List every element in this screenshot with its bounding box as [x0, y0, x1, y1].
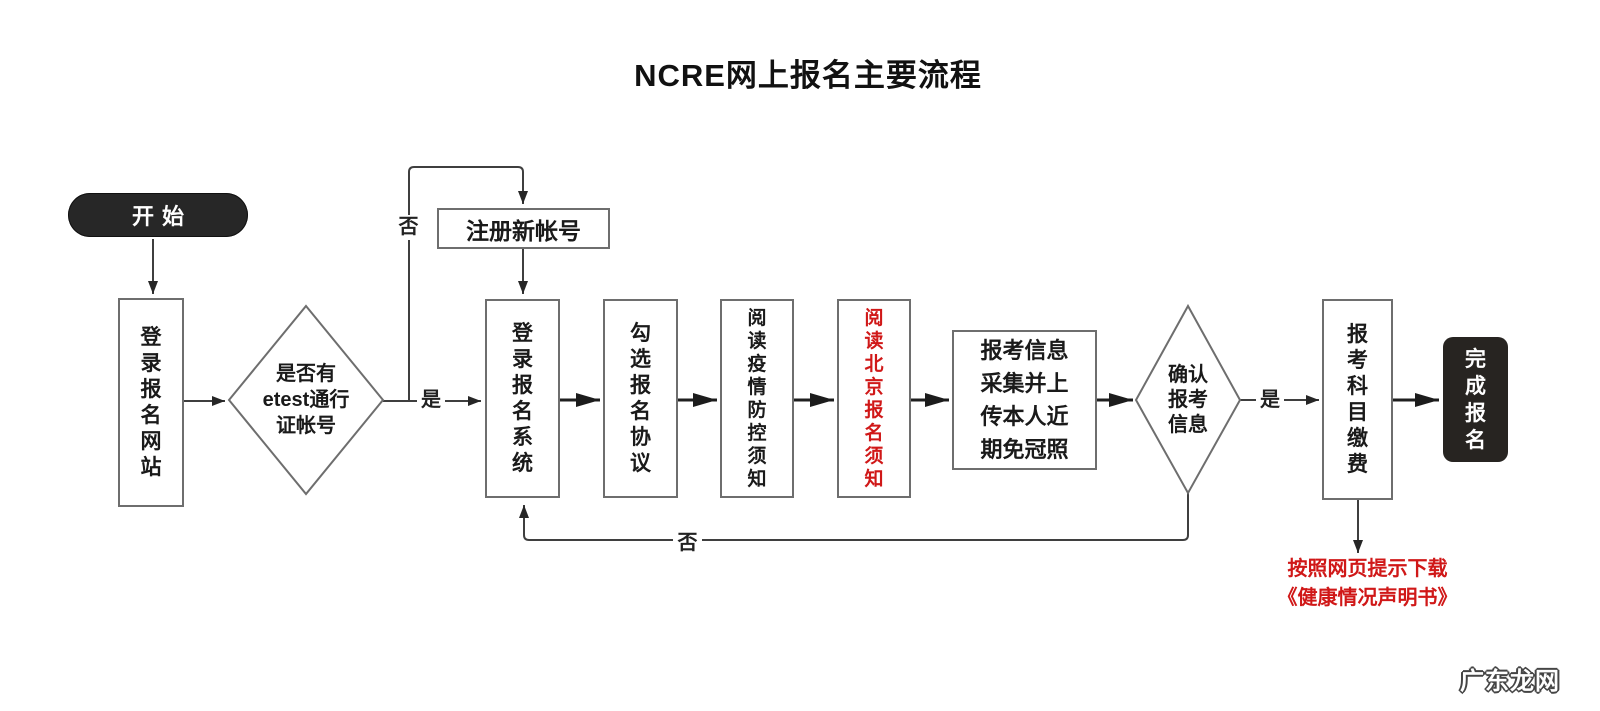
edge-label-yes-login: 是: [417, 388, 445, 413]
edge-label-yes-pay: 是: [1256, 388, 1284, 413]
node-epidemic-notice: 阅读疫情防控须知: [720, 299, 794, 498]
node-start-label: 开始: [131, 204, 192, 229]
decision-confirm-info-shape: [1134, 303, 1242, 496]
node-login-site-label: 登录报名网站: [140, 325, 162, 479]
node-collect-upload-label: 报考信息 采集并上 传本人近 期免冠照: [980, 338, 1069, 462]
node-collect-upload: 报考信息 采集并上 传本人近 期免冠照: [952, 330, 1097, 470]
node-confirm-info-label: 确认 报考 信息: [1168, 364, 1208, 436]
node-pay-subjects-label: 报考科目缴费: [1347, 322, 1368, 476]
node-register-new: 注册新帐号: [437, 208, 610, 249]
node-check-agreement-label: 勾选报名协议: [630, 321, 651, 475]
node-login-system: 登录报名系统: [485, 299, 560, 498]
download-declaration-note: 按照网页提示下载 《健康情况声明书》: [1277, 558, 1458, 609]
node-account-check-label: 是否有 etest通行 证帐号: [262, 363, 350, 437]
node-beijing-notice-label: 阅读北京报名须知: [864, 307, 884, 490]
node-pay-subjects: 报考科目缴费: [1322, 299, 1393, 500]
decision-account-check-shape: [227, 304, 385, 496]
page-title: NCRE网上报名主要流程: [634, 58, 982, 93]
node-epidemic-notice-label: 阅读疫情防控须知: [747, 307, 767, 490]
node-check-agreement: 勾选报名协议: [603, 299, 678, 498]
node-start: 开始: [68, 193, 248, 237]
watermark: 广东龙网: [1460, 668, 1560, 695]
node-register-new-label: 注册新帐号: [466, 217, 581, 244]
node-finish-label: 完成报名: [1465, 347, 1486, 452]
node-login-site: 登录报名网站: [118, 298, 184, 507]
edge-label-no-reconfirm: 否: [673, 531, 702, 556]
edge-label-no-register: 否: [394, 215, 423, 240]
node-login-system-label: 登录报名系统: [512, 321, 533, 475]
node-finish: 完成报名: [1443, 337, 1508, 462]
node-beijing-notice: 阅读北京报名须知: [837, 299, 911, 498]
arrow-no-loop-to-login-system: [519, 493, 1189, 541]
arrow-no-to-register: [408, 166, 528, 401]
